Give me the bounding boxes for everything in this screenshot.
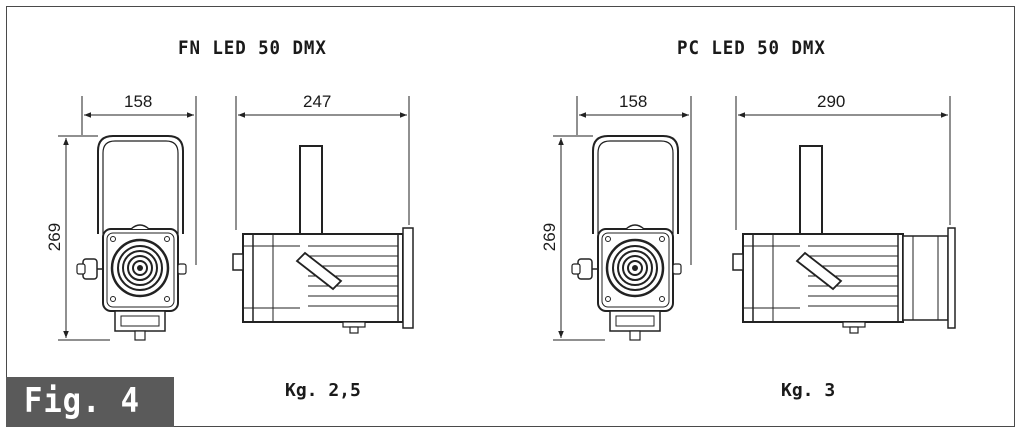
pc-weight-label: Kg. 3 (781, 380, 836, 401)
pc-height-label: 269 (540, 222, 560, 252)
fn-height-label: 269 (45, 222, 65, 252)
fn-dim-lines (58, 96, 410, 341)
pc-model-title: PC LED 50 DMX (677, 37, 826, 59)
fn-model-title: FN LED 50 DMX (178, 37, 327, 59)
fn-weight-label: Kg. 2,5 (285, 380, 361, 401)
diagram-frame (6, 6, 1015, 427)
pc-side-view (732, 145, 956, 334)
figure-label: Fig. 4 (24, 381, 140, 421)
fn-side-view (232, 145, 414, 334)
pc-front-view (570, 134, 683, 342)
pc-side-length-label: 290 (817, 92, 846, 111)
fn-side-length-label: 247 (303, 92, 332, 111)
figure-label-box: Fig. 4 (6, 377, 174, 427)
pc-front-width-label: 158 (619, 92, 648, 111)
fn-front-view (75, 134, 188, 342)
pc-dim-lines (553, 96, 951, 341)
fn-front-width-label: 158 (124, 92, 153, 111)
